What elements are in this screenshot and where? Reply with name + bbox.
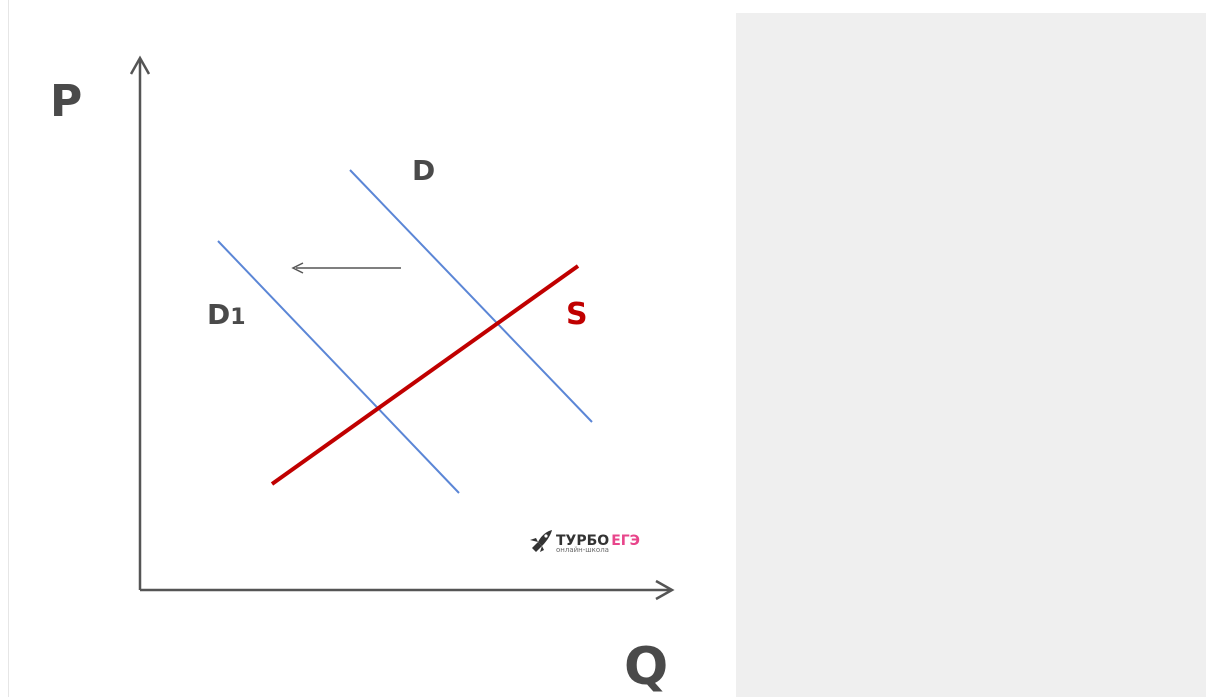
logo-brand-accent: ЕГЭ xyxy=(611,533,640,549)
shift-arrow-head xyxy=(291,262,304,274)
quantity-axis-arrowhead xyxy=(655,579,675,601)
demand-shifted-label-subscript: 1 xyxy=(230,305,245,330)
demand-curve-d1 xyxy=(217,240,460,494)
logo-tagline: онлайн-школа xyxy=(556,546,609,554)
supply-curve xyxy=(270,264,580,486)
quantity-axis-label: Q xyxy=(624,637,668,697)
logo-brand-main: ТУРБО xyxy=(556,533,609,549)
left-border xyxy=(8,0,9,697)
price-axis-label: P xyxy=(50,76,82,127)
demand-shifted-label: D1 xyxy=(207,298,246,331)
price-axis-arrowhead xyxy=(129,55,151,75)
right-panel xyxy=(736,13,1206,697)
rocket-icon xyxy=(530,530,552,552)
supply-label: S xyxy=(566,297,588,332)
demand-shifted-label-main: D xyxy=(207,298,230,331)
demand-curve-d xyxy=(349,169,593,423)
demand-label: D xyxy=(412,154,435,187)
